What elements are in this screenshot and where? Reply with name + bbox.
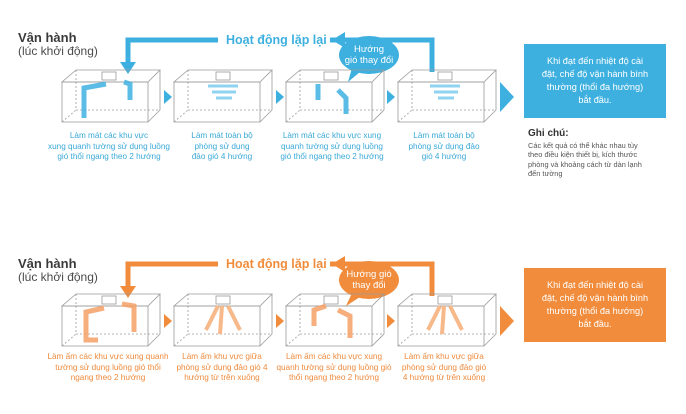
caption-line: Làm mát toàn bộ: [191, 131, 253, 140]
heating-bubble-line-1: Hướng gió: [346, 269, 392, 280]
caption-line: 4 hướng từ trên xuống: [402, 373, 486, 382]
heating-room-3: [284, 293, 385, 347]
cooling-room-1: [60, 69, 161, 123]
caption-line: tường sử dụng luồng gió thổi: [55, 362, 161, 372]
caption-line: Làm ấm khu vực giữa: [404, 352, 484, 361]
result-line: Khi đạt đến nhiệt độ cài: [546, 56, 643, 66]
note-line: đến tường: [528, 169, 563, 179]
caption-line: thổi ngang theo 2 hướng: [288, 373, 380, 382]
caption-line: Làm mát các khu vực xung: [282, 131, 382, 140]
cooling-caption-3: Làm mát các khu vực xung quanh tường sử …: [272, 131, 392, 163]
result-line: thường (thổi đa hướng): [546, 306, 644, 316]
heating-caption-1: Làm ấm các khu vực xung quanh tường sử d…: [40, 352, 176, 384]
result-line: đặt, chế độ vận hành bình: [541, 69, 649, 79]
result-line: bắt đầu.: [578, 95, 612, 105]
cooling-room-4: [396, 69, 497, 123]
heating-room-1: [60, 293, 161, 347]
caption-line: quanh tường sử dụng luồng: [281, 141, 383, 151]
heating-room-4: [396, 293, 497, 347]
cooling-loop-label: Hoạt động lặp lại: [226, 33, 327, 47]
cooling-bubble-text: Hướng gió thay đổi: [339, 44, 399, 66]
caption-line: Làm mát toàn bộ: [413, 131, 475, 140]
cooling-caption-1: Làm mát các khu vực xung quanh tường sử …: [44, 131, 174, 163]
caption-line: Làm ấm khu vực giữa: [182, 352, 262, 361]
caption-line: đảo gió 4 hướng: [191, 152, 253, 161]
result-line: Khi đạt đến nhiệt độ cài: [546, 280, 643, 290]
cooling-bubble-line-2: gió thay đổi: [344, 55, 394, 66]
heating-bubble-text: Hướng gió thay đổi: [339, 269, 399, 291]
caption-line: gió thổi ngang theo 2 hướng: [57, 152, 161, 161]
caption-line: phòng sử dụng đảo gió: [401, 362, 487, 372]
heating-loop-arrow-left: [125, 261, 218, 286]
heating-mode-subtitle: (lúc khởi động): [18, 270, 98, 284]
heating-room-2: [172, 293, 273, 347]
caption-line: gió thổi ngang theo 2 hướng: [280, 152, 384, 161]
cooling-caption-4: Làm mát toàn bộ phòng sử dụng đảo gió 4 …: [394, 131, 494, 163]
caption-line: Làm ấm các khu vực xung: [285, 352, 383, 361]
cooling-bubble-line-1: Hướng: [353, 44, 385, 55]
caption-line: phòng sử dụng đảo: [408, 141, 480, 151]
cooling-diagram: [60, 32, 514, 123]
cooling-mode-subtitle: (lúc khởi động): [18, 44, 98, 58]
cooling-room-3: [284, 69, 385, 123]
caption-line: quanh tường sử dụng luồng gió: [276, 362, 392, 372]
caption-line: hướng từ trên xuống: [184, 373, 260, 382]
result-line: đặt, chế độ vận hành bình: [541, 293, 649, 303]
cooling-loop-arrowhead: [120, 62, 136, 74]
note-line: Các kết quả có thể khác nhau tùy: [528, 141, 638, 150]
caption-line: phòng sử dụng đảo gió 4: [176, 362, 268, 372]
caption-line: phòng sử dụng: [194, 141, 250, 151]
heating-loop-arrowhead: [120, 286, 136, 298]
heating-bubble-line-2: thay đổi: [352, 280, 386, 291]
caption-line: ngang theo 2 hướng: [70, 373, 146, 382]
caption-line: Làm mát các khu vực: [69, 131, 149, 140]
cooling-room-2: [172, 69, 273, 123]
cooling-mode-title: Vận hành: [18, 30, 77, 45]
heating-caption-2: Làm ấm khu vực giữa phòng sử dụng đảo gi…: [170, 352, 274, 384]
caption-line: gió 4 hướng: [421, 152, 467, 161]
cooling-result-box: Khi đạt đến nhiệt độ cài đặt, chế độ vận…: [524, 44, 666, 118]
heating-bubble: [339, 261, 399, 299]
note-line: theo điều kiện thiết bị, kích thước: [528, 150, 638, 160]
result-line: thường (thổi đa hướng): [546, 82, 644, 92]
cooling-result-arrow: [500, 82, 514, 112]
heating-mode-title: Vận hành: [18, 256, 77, 271]
heating-result-box: Khi đạt đến nhiệt độ cài đặt, chế độ vận…: [524, 268, 666, 342]
heating-caption-3: Làm ấm các khu vực xung quanh tường sử d…: [274, 352, 394, 384]
cooling-caption-2: Làm mát toàn bộ phòng sử dụng đảo gió 4 …: [172, 131, 272, 163]
note-text: Các kết quả có thể khác nhau tùy theo đi…: [528, 141, 678, 179]
note-title: Ghi chú:: [528, 128, 569, 139]
heating-loop-label: Hoạt động lặp lại: [226, 257, 327, 271]
note-line: phòng và khoảng cách từ dàn lạnh: [528, 159, 642, 169]
caption-line: Làm ấm các khu vực xung quanh: [47, 352, 169, 361]
heating-caption-4: Làm ấm khu vực giữa phòng sử dụng đảo gi…: [394, 352, 494, 384]
caption-line: xung quanh tường sử dụng luồng: [48, 141, 170, 151]
cooling-bubble: [339, 36, 399, 74]
result-line: bắt đầu.: [578, 319, 612, 329]
cooling-loop-arrow-left: [125, 37, 218, 62]
heating-result-arrow: [500, 306, 514, 336]
